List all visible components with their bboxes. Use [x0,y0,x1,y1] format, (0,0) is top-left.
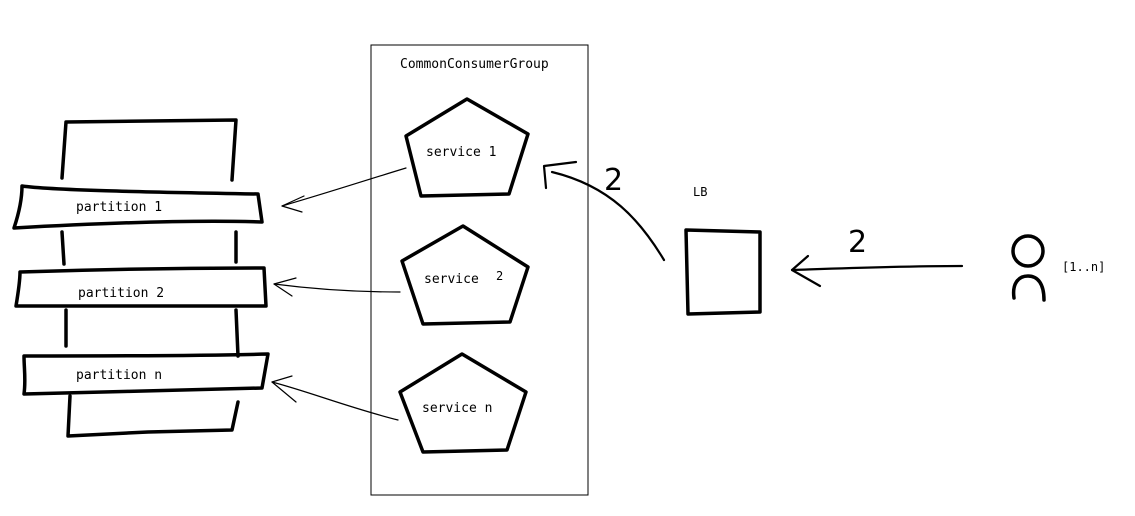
arrow-lb-to-service1: 2 [542,160,666,262]
service-1-label: service 1 [426,145,496,160]
consumer-group-title: CommonConsumerGroup [400,57,549,72]
arrow-lb-to-service1-label: 2 [604,163,623,198]
load-balancer-label: LB [693,185,707,199]
arrow-servicen-to-partitionn [271,375,399,421]
partition-1: partition 1 [12,184,264,230]
partition-2: partition 2 [14,266,268,308]
service-1: service 1 [404,97,530,198]
arrow-service1-to-partition1 [281,167,407,213]
load-balancer: LB [684,185,762,316]
consumer-group-box: CommonConsumerGroup [370,44,589,496]
client-multiplicity-label: [1..n] [1062,260,1105,274]
topic-log [60,118,240,438]
service-n-label: service n [422,401,492,416]
arrow-client-to-lb-label: 2 [848,225,867,260]
arrow-client-to-lb: 2 [790,225,964,288]
partition-n: partition n [22,352,270,396]
user-icon [1011,234,1046,302]
arrow-service2-to-partition2 [273,277,401,297]
partition-1-label: partition 1 [76,200,162,215]
partition-n-label: partition n [76,368,162,383]
service-2: service 2 [400,224,530,326]
service-n: service n [398,352,528,454]
service-2-superscript: 2 [496,269,503,283]
partition-2-label: partition 2 [78,286,164,301]
service-2-label: service [424,272,479,287]
